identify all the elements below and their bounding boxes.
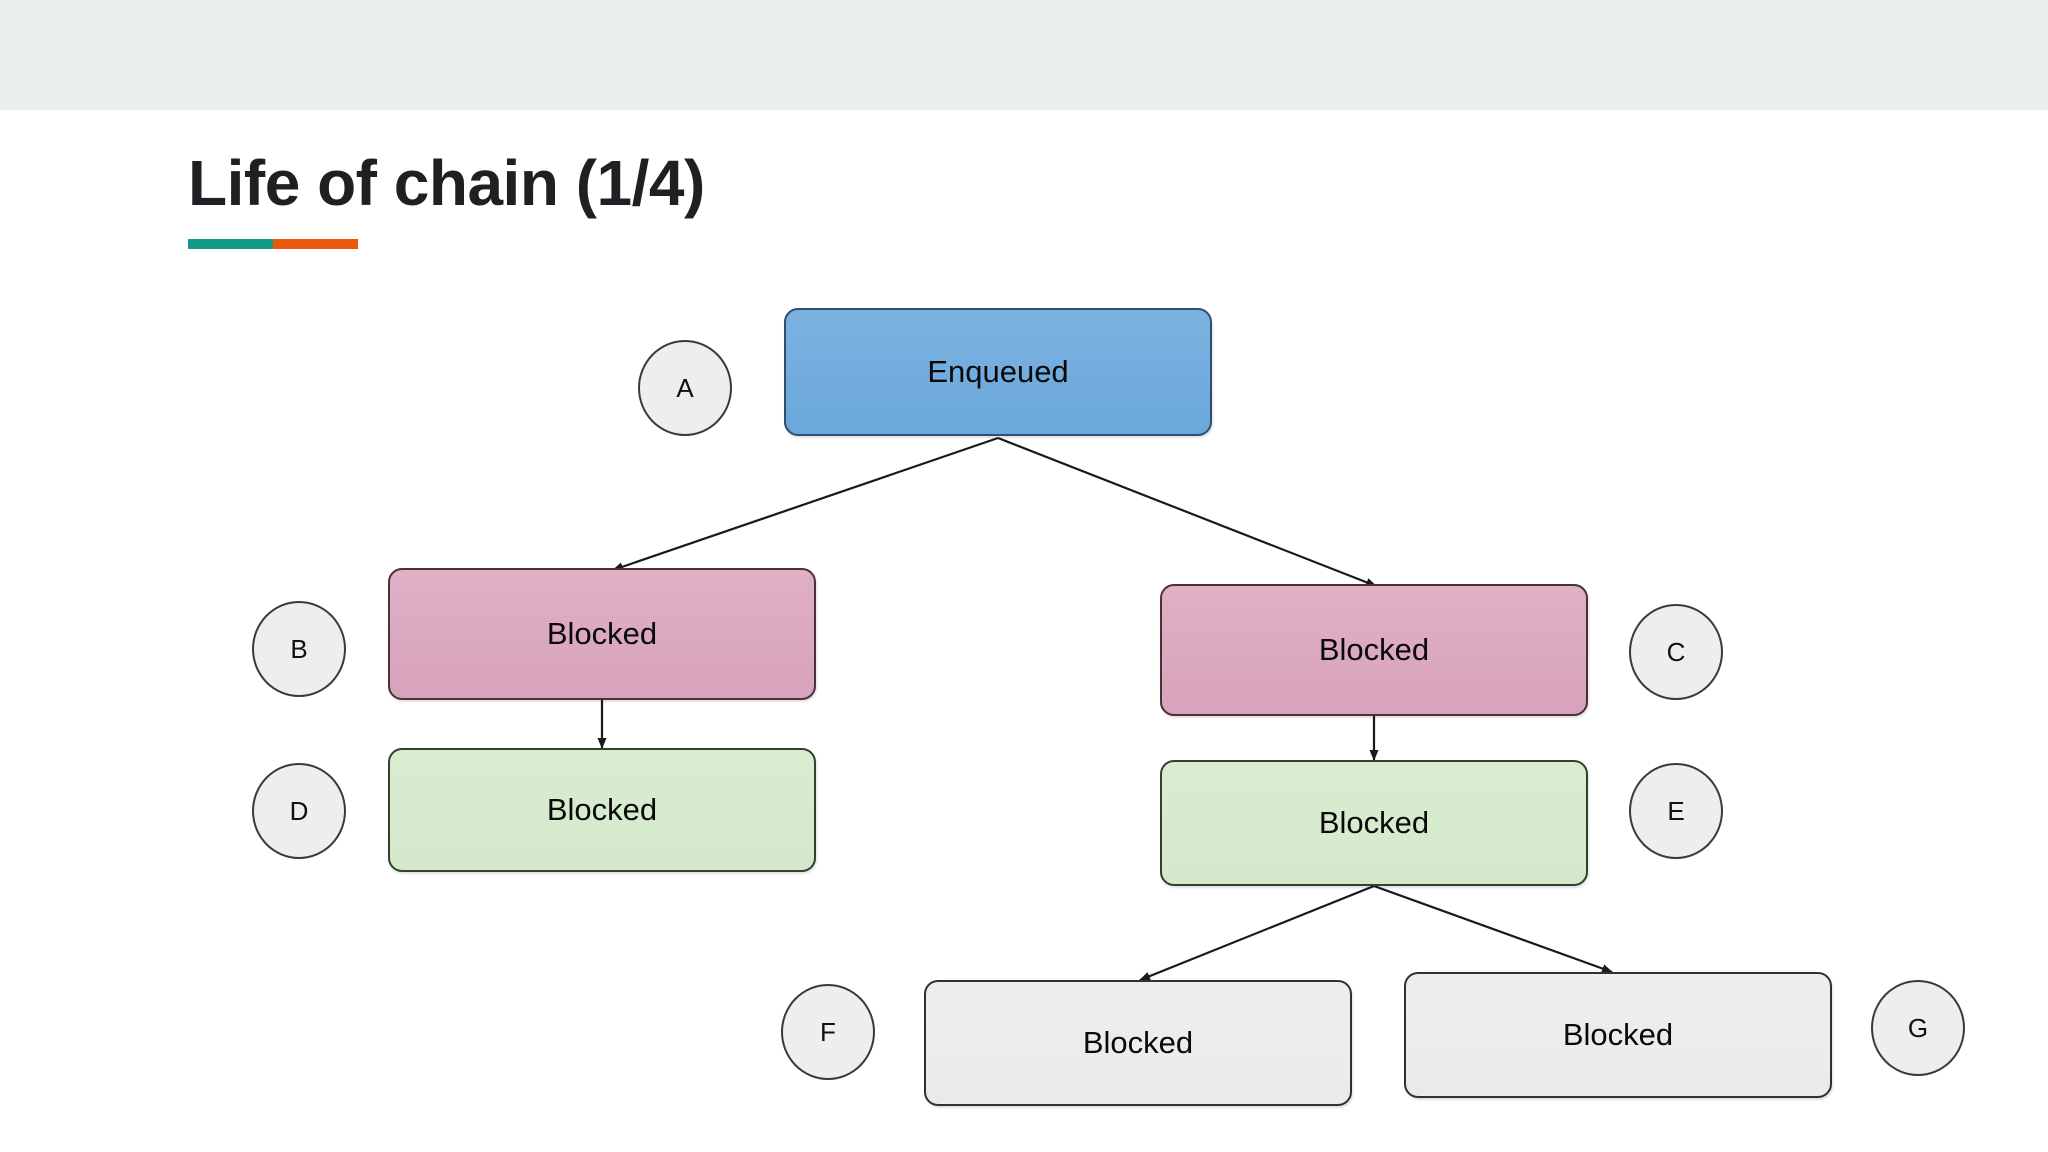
accent-bar-teal-segment — [188, 239, 273, 250]
accent-bar-orange-segment — [273, 239, 358, 250]
node-blocked-g[interactable]: Blocked — [1404, 972, 1832, 1098]
node-label: Blocked — [1318, 632, 1430, 667]
node-label: Blocked — [1082, 1025, 1194, 1060]
edge-e-to-g — [1373, 884, 1613, 974]
badge-label: C — [1666, 636, 1686, 667]
badge-label: G — [1907, 1012, 1929, 1043]
title-block: Life of chain (1/4) — [188, 147, 705, 250]
node-blocked-f[interactable]: Blocked — [924, 980, 1352, 1106]
node-label: Blocked — [1318, 805, 1430, 840]
badge-b[interactable]: B — [252, 601, 346, 697]
badge-c[interactable]: C — [1629, 604, 1723, 700]
header-band — [0, 0, 2048, 110]
badge-e[interactable]: E — [1629, 763, 1723, 859]
node-enqueued[interactable]: Enqueued — [784, 308, 1212, 436]
node-label: Enqueued — [927, 354, 1069, 389]
badge-label: A — [676, 372, 694, 403]
edge-a-to-b — [612, 436, 999, 572]
badge-d[interactable]: D — [252, 763, 346, 859]
node-blocked-b[interactable]: Blocked — [388, 568, 816, 700]
page-title: Life of chain (1/4) — [188, 147, 705, 219]
edge-a-to-c — [997, 436, 1377, 588]
badge-label: B — [290, 633, 308, 664]
node-label: Blocked — [546, 792, 658, 827]
accent-bar — [188, 239, 358, 250]
badge-f[interactable]: F — [781, 984, 875, 1080]
node-blocked-e[interactable]: Blocked — [1160, 760, 1588, 886]
badge-label: E — [1667, 795, 1685, 826]
badge-label: F — [820, 1016, 836, 1047]
node-label: Blocked — [1562, 1017, 1674, 1052]
node-blocked-c[interactable]: Blocked — [1160, 584, 1588, 716]
badge-g[interactable]: G — [1871, 980, 1965, 1076]
node-label: Blocked — [546, 616, 658, 651]
badge-a[interactable]: A — [638, 340, 732, 436]
node-blocked-d[interactable]: Blocked — [388, 748, 816, 872]
edge-e-to-f — [1139, 884, 1375, 982]
badge-label: D — [289, 795, 309, 826]
